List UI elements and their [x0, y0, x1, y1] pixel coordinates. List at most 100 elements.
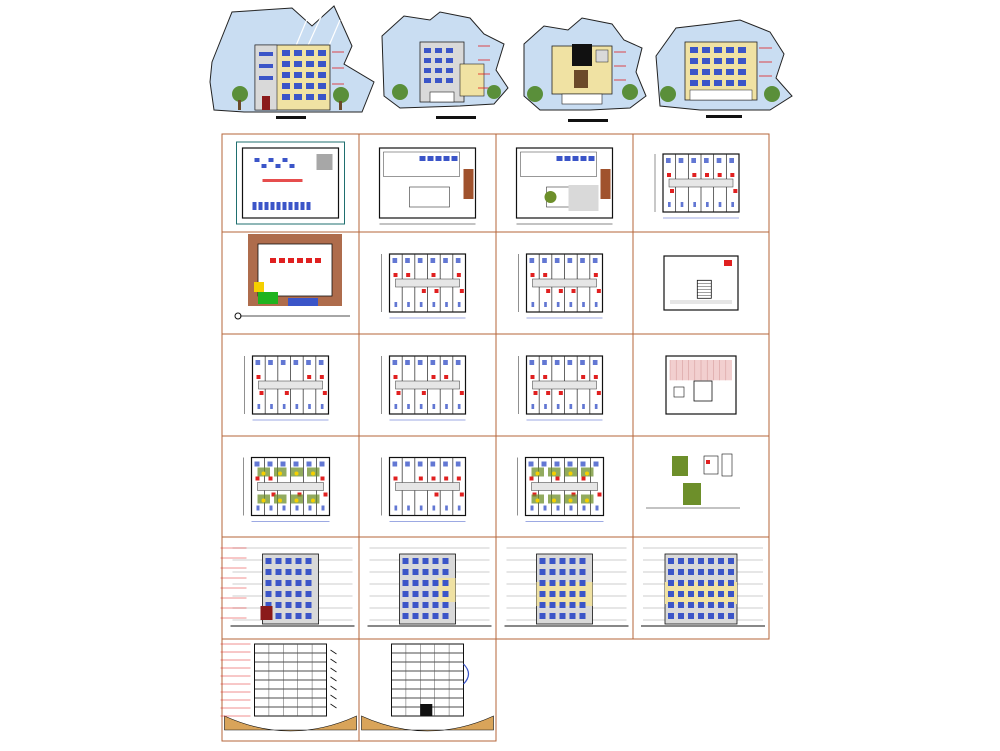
window	[412, 569, 419, 575]
window	[275, 569, 282, 575]
fixture-block	[318, 360, 324, 365]
hall-zone	[520, 151, 597, 177]
window	[422, 591, 429, 597]
soil-section	[361, 715, 494, 732]
fixture-block	[417, 360, 423, 365]
window	[285, 580, 292, 586]
fixture-block	[554, 461, 560, 467]
corridor	[531, 482, 598, 491]
yellow-band	[437, 578, 456, 602]
corridor	[532, 278, 597, 288]
ground-floor-base	[429, 91, 455, 103]
fixture-block	[319, 461, 325, 467]
fixture-block	[282, 404, 286, 409]
fixture-red	[255, 476, 260, 481]
fixture-block	[569, 505, 573, 511]
fixture-block	[443, 360, 448, 365]
window	[402, 613, 409, 619]
parking-stall	[294, 202, 299, 210]
window	[668, 569, 674, 575]
detail-green	[683, 483, 701, 505]
furniture-mark	[311, 471, 315, 476]
drawing-floor-plan-r3c0	[243, 456, 331, 522]
curved-facade	[463, 663, 470, 685]
window	[432, 591, 439, 597]
fixture-red	[733, 189, 738, 193]
window	[275, 591, 282, 597]
tank	[673, 386, 685, 398]
window	[718, 613, 724, 619]
drawing-floor-plan-r1c3	[663, 255, 739, 311]
ground-floor-base	[689, 89, 753, 101]
tree-icon	[622, 84, 638, 100]
fixture-block	[554, 258, 560, 263]
window	[559, 591, 566, 597]
drawing-floor-plan-r2c2	[518, 355, 604, 421]
rendered-elevation-2	[381, 11, 509, 119]
window	[539, 569, 546, 575]
fixture-block	[407, 505, 410, 511]
corridor	[257, 482, 324, 491]
fixture-block	[392, 360, 398, 365]
drawing-floor-plan-r0c2	[515, 147, 614, 225]
window	[539, 613, 546, 619]
drawing-elevation-r4c0	[220, 547, 355, 627]
window	[718, 558, 724, 564]
drawing-floor-plan-r2c1	[381, 355, 467, 421]
stair-core	[693, 380, 713, 402]
fixture-red	[558, 289, 563, 293]
fixture-block	[678, 158, 684, 163]
furniture-mark	[261, 498, 266, 503]
fixture-block	[580, 258, 585, 263]
fixture-block	[320, 404, 324, 409]
window	[718, 580, 724, 586]
window	[275, 580, 282, 586]
furniture-mark	[311, 498, 315, 503]
grid-cell-border	[632, 536, 770, 640]
window	[412, 591, 419, 597]
green-patch	[544, 191, 557, 203]
entrance-door	[260, 606, 273, 620]
window	[668, 558, 674, 564]
drawing-elevation-r4c1	[367, 547, 492, 627]
fixture-red	[431, 375, 436, 379]
fixture-red	[459, 289, 464, 293]
window	[688, 602, 694, 608]
window	[668, 602, 674, 608]
desk-block	[254, 158, 260, 162]
furniture-mark	[294, 498, 299, 503]
drawing-floor-plan-r1c2	[518, 253, 604, 319]
drawing-grid-frame	[221, 133, 770, 742]
fixture-red	[717, 173, 722, 177]
fixture-block	[432, 302, 436, 307]
window	[559, 580, 566, 586]
seat-block	[572, 156, 579, 161]
fixture-block	[392, 461, 398, 467]
grid-cell-border	[358, 638, 497, 742]
fixture-red	[555, 476, 560, 481]
fixture-red	[692, 173, 697, 177]
window	[442, 558, 449, 564]
service-block	[316, 154, 333, 170]
fixture-block	[531, 404, 535, 409]
fixture-block	[267, 461, 273, 467]
fixture-block	[528, 461, 534, 467]
fixture-block	[419, 404, 423, 409]
fixture-block	[554, 360, 560, 365]
fixture-red	[268, 476, 273, 481]
tree-trunk	[339, 101, 342, 110]
central-opening	[574, 70, 588, 88]
fixture-red	[418, 476, 423, 481]
fixture-red	[406, 273, 411, 277]
window	[579, 558, 586, 564]
fixture-block	[666, 158, 671, 163]
window-grid	[424, 48, 453, 83]
fixture-red	[434, 492, 439, 497]
fixture-block	[270, 404, 273, 409]
window	[728, 591, 734, 597]
fixture-red	[444, 476, 449, 481]
seat-block	[443, 156, 450, 161]
fixture-block	[257, 404, 261, 409]
tree-icon	[764, 86, 780, 102]
window	[708, 591, 714, 597]
